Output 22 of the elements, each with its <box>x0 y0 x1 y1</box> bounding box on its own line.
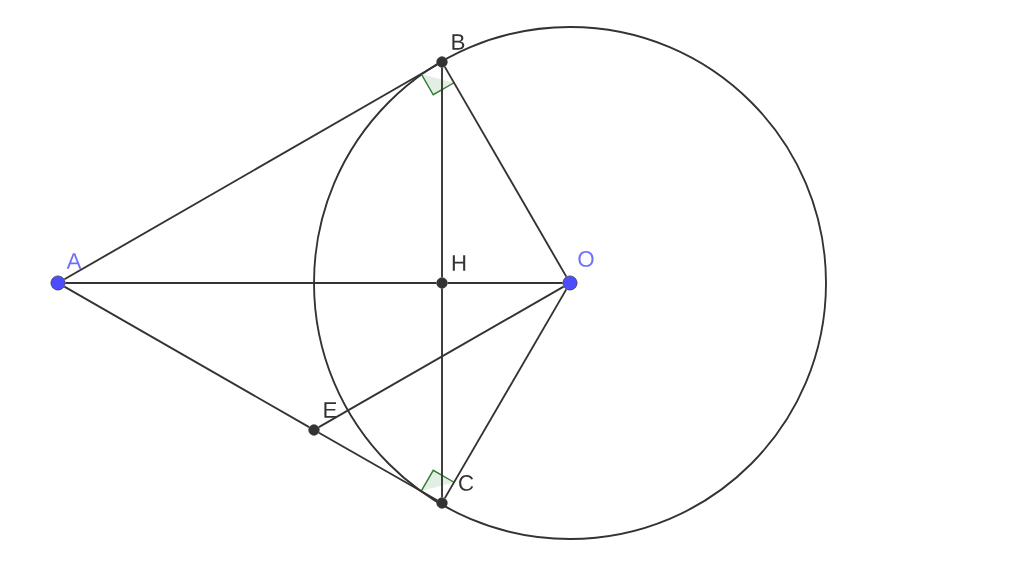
point <box>436 277 448 289</box>
line-segment <box>63 285 311 429</box>
point <box>50 275 66 291</box>
point-label: C <box>459 475 474 491</box>
line-segment <box>441 287 443 499</box>
point <box>436 56 448 68</box>
line-segment <box>443 65 568 278</box>
point-label: O <box>578 251 594 267</box>
line-segment <box>317 431 439 502</box>
line-segment <box>441 66 443 279</box>
line-segment <box>443 288 568 500</box>
line-segment <box>64 282 438 284</box>
line-segment <box>446 282 564 284</box>
point <box>562 275 578 291</box>
line-segment <box>63 63 439 281</box>
point-label: B <box>452 34 465 50</box>
line-segment <box>317 285 565 429</box>
point-label: E <box>324 402 337 418</box>
point <box>436 497 448 509</box>
point-label: H <box>452 255 466 271</box>
point <box>308 424 320 436</box>
point-label: A <box>66 253 82 269</box>
